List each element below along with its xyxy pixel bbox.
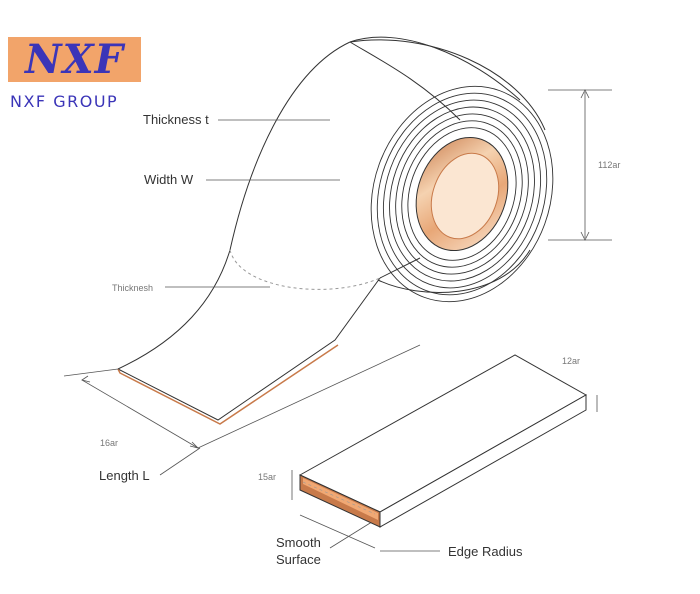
dim-roll-height: 112ar <box>598 160 620 170</box>
label-thickness-strip: Thicknesh <box>112 283 153 293</box>
label-smooth: Smooth <box>276 535 321 550</box>
strip-length-dimension <box>63 344 421 449</box>
label-width-w: Width W <box>144 172 194 187</box>
roll-bottom-line <box>377 249 531 293</box>
dim-bar-width: 12ar <box>562 356 580 366</box>
label-surface: Surface <box>276 552 321 567</box>
label-thickness-t: Thickness t <box>143 112 209 127</box>
label-edge-radius: Edge Radius <box>448 544 523 559</box>
bar-dimensions <box>291 395 598 549</box>
roll-height-dimension <box>548 89 612 241</box>
unrolled-strip <box>117 36 521 425</box>
company-name: NXF GROUP <box>10 92 119 111</box>
roll-edge-line <box>349 39 546 131</box>
bar-block <box>298 354 588 528</box>
dim-bar-thickness: 15ar <box>258 472 276 482</box>
roll-core-inner <box>430 152 500 240</box>
logo-box: NXF <box>8 37 141 82</box>
dim-strip-length: 16ar <box>100 438 118 448</box>
leader-lines <box>159 119 440 552</box>
roll-body <box>349 41 461 279</box>
roll-rings <box>370 85 554 303</box>
label-length-l: Length L <box>99 468 150 483</box>
logo-mark: NXF <box>25 35 124 83</box>
